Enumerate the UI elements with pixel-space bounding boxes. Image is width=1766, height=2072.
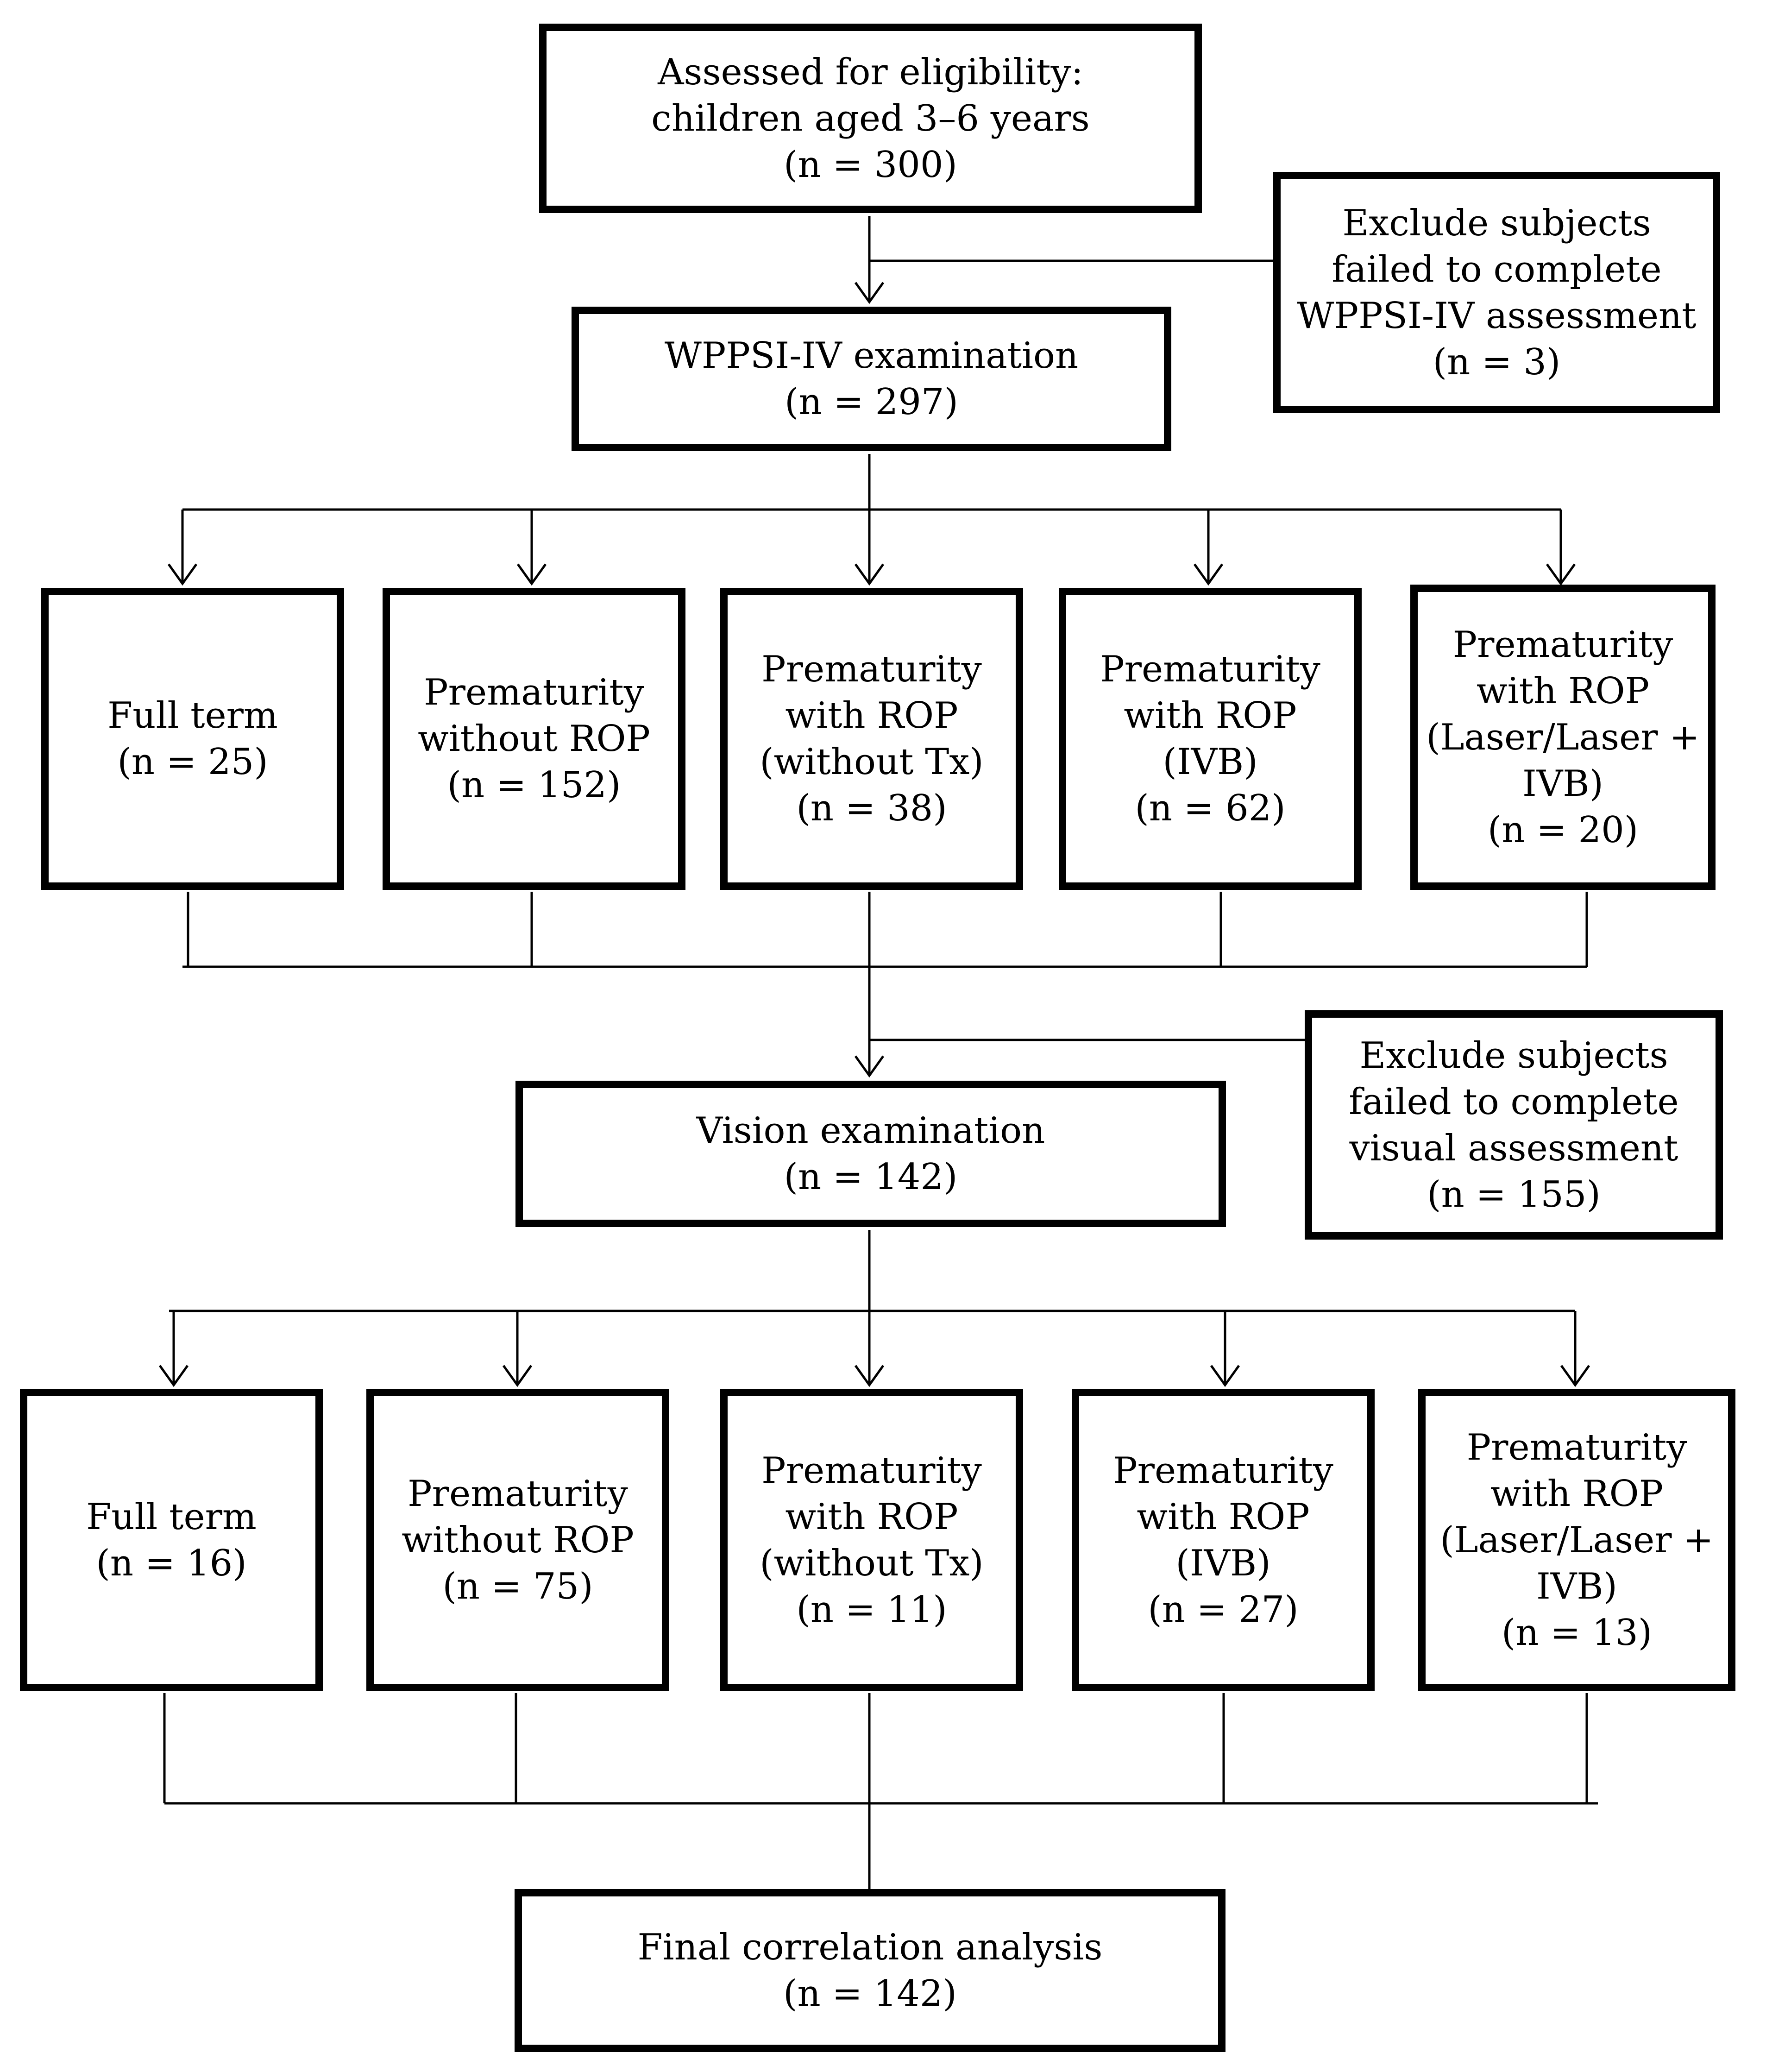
exclusion-vision-line: visual assessment bbox=[1349, 1127, 1678, 1169]
final-title: Final correlation analysis bbox=[637, 1927, 1103, 1968]
group1-rop-laser-box: Prematurity with ROP (Laser/Laser + IVB)… bbox=[1410, 585, 1716, 890]
group2-rop-laser-box: Prematurity with ROP (Laser/Laser + IVB)… bbox=[1418, 1389, 1735, 1691]
final-analysis-box: Final correlation analysis (n = 142) bbox=[515, 1889, 1226, 2052]
wppsi-text: WPPSI-IV examination (n = 297) bbox=[665, 333, 1078, 425]
final-analysis-text: Final correlation analysis (n = 142) bbox=[638, 1924, 1103, 2017]
eligibility-count: (n = 300) bbox=[784, 144, 957, 186]
group-count: (n = 20) bbox=[1487, 809, 1639, 851]
group-label: (IVB) bbox=[1175, 1542, 1271, 1584]
group2-prematurity-without-rop-text: Prematurity without ROP (n = 75) bbox=[402, 1471, 634, 1610]
group-label: with ROP bbox=[785, 695, 958, 737]
group-label: (Laser/Laser + bbox=[1426, 716, 1700, 758]
group-count: (n = 62) bbox=[1135, 787, 1286, 829]
group2-rop-laser-text: Prematurity with ROP (Laser/Laser + IVB)… bbox=[1440, 1424, 1713, 1656]
eligibility-text: Assessed for eligibility: children aged … bbox=[651, 49, 1090, 188]
exclusion-vision-text: Exclude subjects failed to complete visu… bbox=[1349, 1033, 1678, 1218]
group-label: Prematurity bbox=[761, 1449, 982, 1492]
group2-rop-ivb-text: Prematurity with ROP (IVB) (n = 27) bbox=[1113, 1448, 1333, 1633]
group-label: (IVB) bbox=[1163, 741, 1258, 783]
vision-count: (n = 142) bbox=[784, 1156, 958, 1198]
group-label: without ROP bbox=[402, 1519, 634, 1561]
group-count: (n = 25) bbox=[117, 741, 268, 783]
group1-full-term-box: Full term (n = 25) bbox=[41, 588, 344, 890]
exclusion-wppsi-line: WPPSI-IV assessment bbox=[1297, 295, 1697, 337]
final-count: (n = 142) bbox=[783, 1973, 957, 2015]
eligibility-box: Assessed for eligibility: children aged … bbox=[539, 24, 1202, 213]
group2-full-term-text: Full term (n = 16) bbox=[86, 1494, 257, 1587]
wppsi-title: WPPSI-IV examination bbox=[664, 335, 1079, 377]
group1-prematurity-without-rop-box: Prematurity without ROP (n = 152) bbox=[383, 588, 685, 890]
group-label: with ROP bbox=[1490, 1473, 1664, 1515]
group2-rop-without-tx-text: Prematurity with ROP (without Tx) (n = 1… bbox=[760, 1448, 984, 1633]
group-label: Prematurity bbox=[1113, 1449, 1333, 1492]
group-label: with ROP bbox=[1124, 695, 1297, 737]
group2-rop-without-tx-box: Prematurity with ROP (without Tx) (n = 1… bbox=[720, 1389, 1023, 1691]
group2-prematurity-without-rop-box: Prematurity without ROP (n = 75) bbox=[366, 1389, 669, 1691]
eligibility-line: Assessed for eligibility: bbox=[658, 51, 1083, 93]
group-label: with ROP bbox=[785, 1496, 958, 1538]
group-count: (n = 38) bbox=[796, 787, 947, 829]
exclusion-vision-count: (n = 155) bbox=[1427, 1173, 1601, 1215]
group-label: Prematurity bbox=[1452, 623, 1673, 666]
group-label: Full term bbox=[107, 695, 278, 737]
vision-title: Vision examination bbox=[696, 1110, 1045, 1152]
group2-full-term-box: Full term (n = 16) bbox=[20, 1389, 323, 1691]
vision-box: Vision examination (n = 142) bbox=[515, 1081, 1226, 1227]
group1-rop-without-tx-box: Prematurity with ROP (without Tx) (n = 3… bbox=[720, 588, 1023, 890]
exclusion-wppsi-box: Exclude subjects failed to complete WPPS… bbox=[1273, 172, 1720, 413]
wppsi-count: (n = 297) bbox=[785, 381, 958, 423]
group-label: Prematurity bbox=[424, 672, 644, 713]
group-label: with ROP bbox=[1476, 670, 1650, 712]
group-label: Prematurity bbox=[1466, 1426, 1687, 1468]
group-count: (n = 13) bbox=[1501, 1612, 1653, 1654]
group1-rop-laser-text: Prematurity with ROP (Laser/Laser + IVB)… bbox=[1426, 622, 1699, 853]
group-count: (n = 11) bbox=[796, 1588, 947, 1631]
exclusion-wppsi-count: (n = 3) bbox=[1433, 341, 1561, 383]
group-label: Prematurity bbox=[761, 649, 982, 690]
group-label: (without Tx) bbox=[760, 1542, 984, 1584]
group-count: (n = 75) bbox=[442, 1565, 593, 1607]
group-label: (without Tx) bbox=[760, 741, 984, 783]
group-label: (Laser/Laser + bbox=[1440, 1519, 1714, 1561]
group1-rop-without-tx-text: Prematurity with ROP (without Tx) (n = 3… bbox=[760, 646, 984, 831]
exclusion-vision-line: failed to complete bbox=[1349, 1081, 1679, 1123]
group-label: IVB) bbox=[1536, 1565, 1617, 1607]
exclusion-vision-box: Exclude subjects failed to complete visu… bbox=[1305, 1010, 1723, 1240]
group-label: Prematurity bbox=[1100, 649, 1320, 690]
group-count: (n = 27) bbox=[1148, 1588, 1299, 1631]
exclusion-wppsi-line: Exclude subjects bbox=[1342, 202, 1651, 244]
exclusion-wppsi-line: failed to complete bbox=[1332, 248, 1662, 290]
group-label: IVB) bbox=[1522, 762, 1603, 805]
wppsi-box: WPPSI-IV examination (n = 297) bbox=[572, 307, 1171, 451]
group1-full-term-text: Full term (n = 25) bbox=[107, 693, 278, 785]
group1-rop-ivb-text: Prematurity with ROP (IVB) (n = 62) bbox=[1100, 646, 1320, 831]
group-label: Prematurity bbox=[408, 1473, 628, 1515]
group-count: (n = 152) bbox=[447, 764, 621, 806]
group-count: (n = 16) bbox=[96, 1542, 247, 1584]
exclusion-vision-line: Exclude subjects bbox=[1359, 1034, 1668, 1077]
exclusion-wppsi-text: Exclude subjects failed to complete WPPS… bbox=[1297, 200, 1696, 385]
group1-rop-ivb-box: Prematurity with ROP (IVB) (n = 62) bbox=[1059, 588, 1362, 890]
group-label: Full term bbox=[86, 1496, 257, 1538]
group-label: without ROP bbox=[418, 718, 650, 760]
eligibility-line: children aged 3–6 years bbox=[651, 97, 1090, 139]
vision-text: Vision examination (n = 142) bbox=[697, 1108, 1045, 1200]
group-label: with ROP bbox=[1137, 1496, 1310, 1538]
group2-rop-ivb-box: Prematurity with ROP (IVB) (n = 27) bbox=[1072, 1389, 1375, 1691]
group1-prematurity-without-rop-text: Prematurity without ROP (n = 152) bbox=[418, 669, 650, 808]
